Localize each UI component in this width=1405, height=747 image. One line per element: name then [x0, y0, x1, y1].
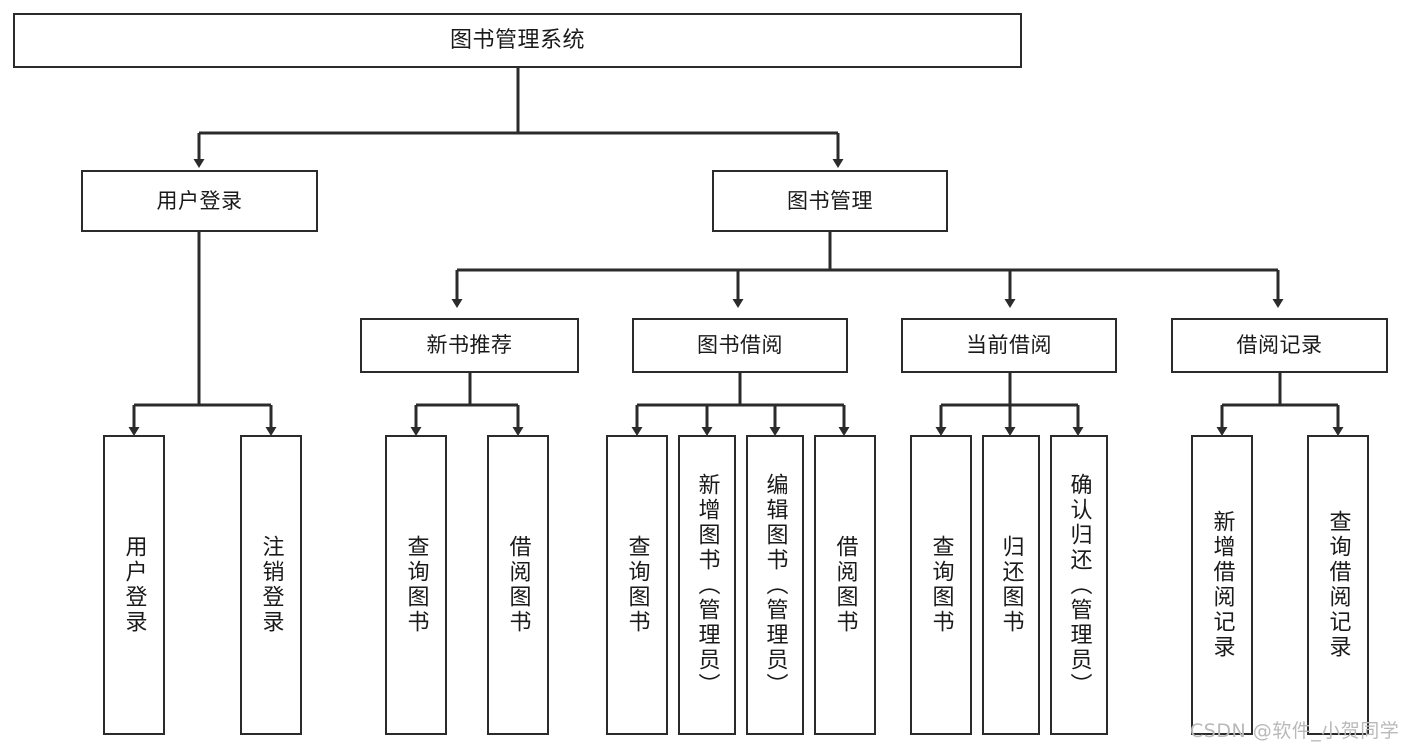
leaf-label-wrap: 确认归还（管理员）: [1052, 437, 1106, 733]
leaf-borrow-books-borrowing[interactable]: 借阅图书: [814, 435, 876, 735]
node-current-borrowing[interactable]: 当前借阅: [901, 318, 1117, 373]
leaf-confirm-return-admin[interactable]: 确认归还（管理员）: [1050, 435, 1108, 735]
leaf-label-wrap: 查询图书: [608, 437, 666, 733]
leaf-label-wrap: 借阅图书: [489, 437, 547, 733]
leaf-label-wrap: 新增借阅记录: [1193, 437, 1251, 733]
node-book-borrowing[interactable]: 图书借阅: [632, 318, 848, 373]
node-label: 归还图书: [998, 535, 1024, 635]
node-borrow-records[interactable]: 借阅记录: [1171, 318, 1388, 373]
leaf-query-borrow-record[interactable]: 查询借阅记录: [1307, 435, 1369, 735]
node-label: 新增借阅记录: [1209, 510, 1235, 660]
leaf-borrow-books-recommendation[interactable]: 借阅图书: [487, 435, 549, 735]
node-book-management[interactable]: 图书管理: [712, 170, 948, 232]
node-label: 确认归还（管理员）: [1066, 472, 1092, 698]
leaf-return-books[interactable]: 归还图书: [982, 435, 1040, 735]
leaf-add-book-admin[interactable]: 新增图书（管理员）: [678, 435, 736, 735]
leaf-logout[interactable]: 注销登录: [240, 435, 302, 735]
leaf-label-wrap: 新增图书（管理员）: [680, 437, 734, 733]
node-label: 注销登录: [258, 535, 284, 635]
leaf-label-wrap: 借阅图书: [816, 437, 874, 733]
node-label: 编辑图书（管理员）: [762, 472, 788, 698]
leaf-edit-book-admin[interactable]: 编辑图书（管理员）: [746, 435, 804, 735]
node-label: 查询图书: [624, 535, 650, 635]
leaf-query-books-recommendation[interactable]: 查询图书: [385, 435, 447, 735]
node-root-book-management-system[interactable]: 图书管理系统: [13, 13, 1022, 68]
leaf-add-borrow-record[interactable]: 新增借阅记录: [1191, 435, 1253, 735]
leaf-query-books-current[interactable]: 查询图书: [910, 435, 972, 735]
node-label: 图书管理系统: [449, 27, 585, 53]
node-label: 借阅图书: [832, 535, 858, 635]
node-label: 查询图书: [403, 535, 429, 635]
node-label: 借阅记录: [1236, 333, 1323, 358]
node-label: 当前借阅: [966, 333, 1052, 358]
leaf-query-books-borrowing[interactable]: 查询图书: [606, 435, 668, 735]
leaf-label-wrap: 查询借阅记录: [1309, 437, 1367, 733]
leaf-label-wrap: 用户登录: [105, 437, 163, 733]
leaf-label-wrap: 查询图书: [912, 437, 970, 733]
leaf-label-wrap: 注销登录: [242, 437, 300, 733]
node-label: 查询图书: [928, 535, 954, 635]
node-label: 查询借阅记录: [1325, 510, 1351, 660]
node-label: 用户登录: [121, 535, 147, 635]
node-label: 新书推荐: [426, 333, 513, 358]
leaf-label-wrap: 编辑图书（管理员）: [748, 437, 802, 733]
csdn-watermark: CSDN @软件_小贺同学: [1190, 720, 1400, 742]
leaf-label-wrap: 查询图书: [387, 437, 445, 733]
node-label: 图书借阅: [697, 333, 783, 358]
node-user-login[interactable]: 用户登录: [81, 170, 318, 232]
node-label: 图书管理: [787, 188, 873, 213]
leaf-user-login[interactable]: 用户登录: [103, 435, 165, 735]
node-label: 用户登录: [156, 188, 243, 213]
leaf-label-wrap: 归还图书: [984, 437, 1038, 733]
node-new-book-recommendation[interactable]: 新书推荐: [360, 318, 579, 373]
node-label: 新增图书（管理员）: [694, 472, 720, 698]
node-label: 借阅图书: [505, 535, 531, 635]
